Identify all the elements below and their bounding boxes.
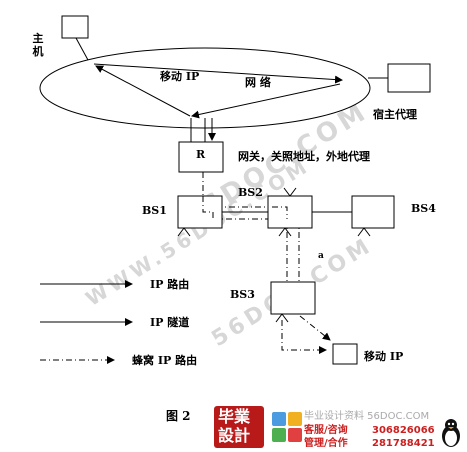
arrow-home-to-bottom [191, 83, 341, 119]
bs2-box [267, 195, 313, 229]
puzzle-icon [272, 412, 302, 442]
antenna-bs2-bottom [278, 227, 292, 237]
cellular-route-bs3-mobile-diag [299, 315, 331, 341]
cellular-route-inner-bs2 [272, 206, 288, 219]
home-agent-label: 宿主代理 [373, 108, 417, 121]
router-label: R [196, 148, 206, 161]
bs1-label: BS1 [142, 204, 167, 217]
footer-service-label: 客服/咨询 [304, 425, 348, 436]
arrow-bottom-to-host [95, 65, 191, 117]
footer-manage-number: 281788421 [372, 438, 435, 449]
antenna-bs2-top [283, 187, 297, 197]
footer-logo-text-1: 毕業 [218, 407, 251, 426]
antenna-bs3 [275, 313, 289, 323]
bs4-label: BS4 [411, 202, 436, 215]
arrow-host-to-home [93, 63, 343, 84]
host-link [75, 37, 89, 61]
antenna-bs4 [357, 227, 371, 237]
router-box [178, 141, 224, 173]
cellular-route-bs3-mobile [281, 320, 327, 354]
gateway-label: 网关，关照地址，外地代理 [238, 150, 370, 163]
mobile-ip-node-label: 移动 IP [364, 350, 404, 363]
legend-ip-route-label: IP 路由 [150, 278, 190, 291]
legend-cellular-ip-label: 蜂窝 IP 路由 [132, 354, 198, 367]
bs3-box [270, 281, 316, 315]
figure-caption: 图 2 [166, 409, 191, 423]
host-box [61, 15, 89, 39]
footer-logo: 毕業 設計 [214, 406, 264, 448]
network-label: 网 络 [245, 76, 271, 89]
footer-logo-text-2: 設計 [218, 426, 251, 445]
mobile-ip-node-box [332, 343, 358, 365]
mobile-ip-inside-label: 移动 IP [160, 70, 200, 83]
host-label-text: 主机 [32, 32, 44, 58]
bs4-box [351, 195, 395, 229]
footer-site-line: 毕业设计资料 56DOC.COM [304, 411, 430, 422]
point-a-label: a [318, 251, 324, 261]
antenna-bs1 [177, 227, 191, 237]
penguin-icon [442, 419, 460, 447]
legend-ip-tunnel-label: IP 隧道 [150, 316, 190, 329]
bs2-label: BS2 [238, 186, 263, 199]
home-agent-box [387, 63, 431, 93]
bs1-box [177, 195, 223, 229]
footer-service-number: 306826066 [372, 425, 435, 436]
footer-manage-label: 管理/合作 [304, 438, 348, 449]
bs3-label: BS3 [230, 288, 255, 301]
cellular-route-inner-bs1 [202, 196, 214, 219]
host-label: 主机 [32, 32, 44, 58]
